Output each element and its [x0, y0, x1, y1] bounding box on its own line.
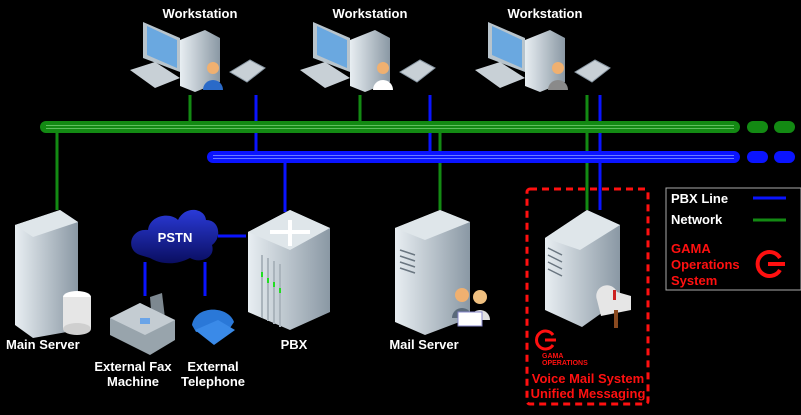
legend-network-label: Network — [671, 212, 723, 227]
voice-mail-system[interactable]: GAMA OPERATIONS Voice Mail System Unifie… — [525, 187, 650, 406]
legend-pbx-line-label: PBX Line — [671, 191, 728, 206]
mail-server-label: Mail Server — [389, 337, 458, 352]
external-telephone[interactable]: External Telephone — [181, 309, 245, 389]
mail-server[interactable]: Mail Server — [389, 210, 490, 352]
main-server[interactable]: Main Server — [6, 210, 91, 352]
workstation-3[interactable]: Workstation — [475, 6, 611, 92]
workstation-label: Workstation — [333, 6, 408, 21]
external-fax-machine[interactable]: External Fax Machine — [94, 293, 175, 389]
pstn-cloud[interactable]: PSTN — [131, 209, 219, 264]
workstation-label: Workstation — [508, 6, 583, 21]
fax-label-line1: External Fax — [94, 359, 172, 374]
telephone-label-line1: External — [187, 359, 238, 374]
gama-logo-text-1: GAMA — [542, 353, 563, 360]
legend-gama-line1: GAMA — [671, 241, 711, 256]
fax-label-line2: Machine — [107, 374, 159, 389]
workstation-1[interactable]: Workstation — [130, 6, 266, 92]
pbx[interactable]: PBX — [248, 210, 330, 352]
legend-gama-line3: System — [671, 273, 717, 288]
main-server-label: Main Server — [6, 337, 80, 352]
gama-logo-icon — [755, 250, 785, 278]
pbx-bus — [207, 151, 795, 163]
legend: PBX Line Network GAMA Operations System — [665, 187, 801, 291]
voice-mail-title-line2: Unified Messaging — [531, 386, 646, 401]
workstation-label: Workstation — [163, 6, 238, 21]
pbx-label: PBX — [281, 337, 308, 352]
workstation-2[interactable]: Workstation — [300, 6, 436, 92]
network-bus — [40, 121, 795, 133]
voice-mail-title-line1: Voice Mail System — [532, 371, 644, 386]
gama-logo-text-2: OPERATIONS — [542, 360, 588, 367]
legend-gama-line2: Operations — [671, 257, 740, 272]
gama-logo-icon: GAMA OPERATIONS — [535, 329, 588, 367]
pstn-label: PSTN — [158, 230, 193, 245]
telephone-label-line2: Telephone — [181, 374, 245, 389]
